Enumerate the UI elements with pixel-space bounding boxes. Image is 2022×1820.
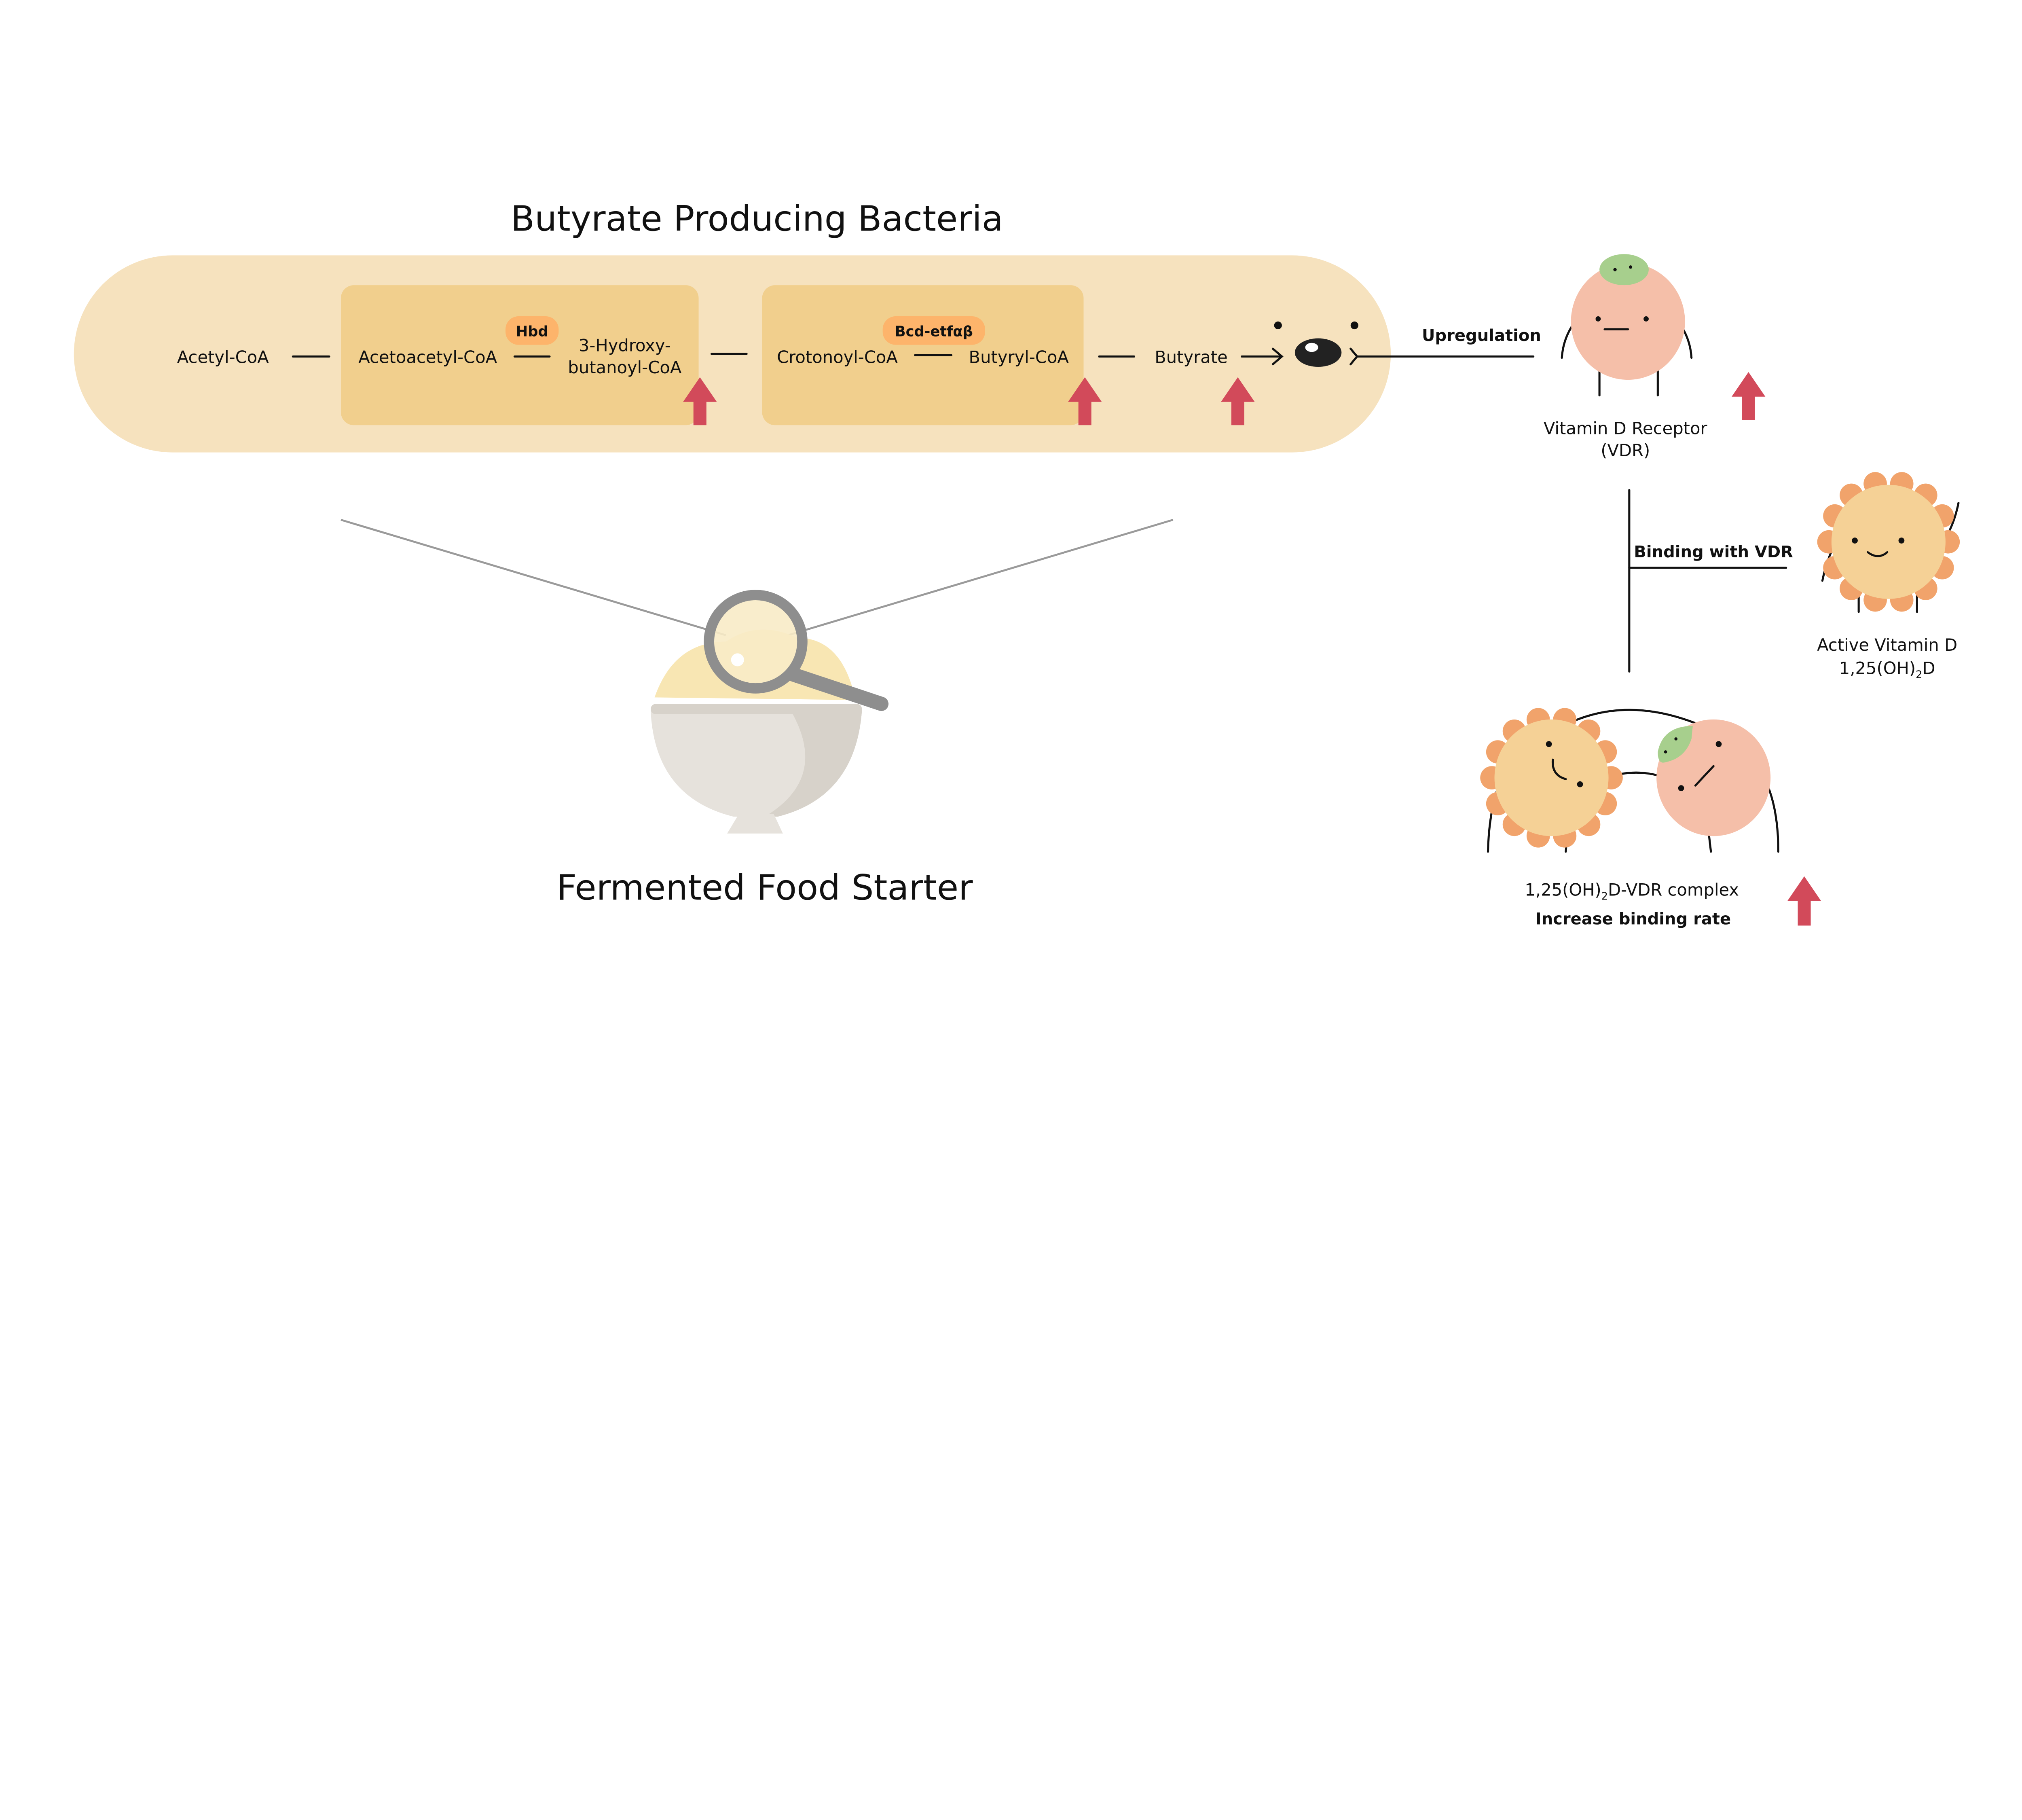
increase-arrow-icon [683,377,717,425]
step-butyryl-coa: Butyryl-CoA [969,347,1069,367]
zoom-projection-line [788,518,1174,636]
increase-arrow-icon [1068,377,1102,425]
increase-arrow-icon [1732,372,1766,420]
binding-label: Binding with VDR [1634,543,1793,561]
step-acetoacetyl-coa: Acetoacetyl-CoA [358,347,497,367]
formula-suffix: D-VDR complex [1608,880,1739,900]
step-hydroxy-line1: 3-Hydroxy- [579,336,671,356]
magnifier-icon [704,590,889,711]
step-crotonoyl-coa: Crotonoyl-CoA [777,347,898,367]
increase-arrow-icon [1221,377,1255,425]
complex-formula: 1,25(OH)2D-VDR complex [1525,880,1739,903]
active-vitamin-d-formula: 1,25(OH)2D [1839,658,1935,681]
vdr-complex-icon [1480,708,1779,853]
enzyme-badge-bcd [882,316,985,345]
vdr-label-line1: Vitamin D Receptor [1544,419,1708,438]
vdr-label-line2: (VDR) [1601,440,1650,460]
enzyme-badge-hbd [506,316,559,345]
enzyme-hbd-label: Hbd [516,324,548,340]
formula-subscript: 2 [1601,890,1608,902]
vitamin-d-character-icon [1817,472,1960,613]
bacteria-title: Butyrate Producing Bacteria [511,199,1003,239]
complex-binding-rate: Increase binding rate [1536,910,1731,928]
enzyme-bcd-label: Bcd-etfαβ [895,324,973,340]
butyrate-face-icon [1274,321,1359,367]
active-vitamin-d-label: Active Vitamin D [1817,635,1957,655]
formula-prefix: 1,25(OH) [1839,658,1916,678]
step-butyrate: Butyrate [1155,347,1228,367]
increase-arrow-icon [1787,876,1821,926]
formula-suffix: D [1922,658,1935,678]
formula-subscript: 2 [1916,669,1922,681]
step-hydroxy-line2: butanoyl-CoA [568,358,681,377]
arrow-right-icon [1240,347,1284,366]
formula-prefix: 1,25(OH) [1525,880,1601,900]
vdr-character-icon [1561,254,1693,397]
food-label: Fermented Food Starter [556,868,973,908]
zoom-projection-line [341,518,726,636]
enzyme-box-hbd [341,285,699,425]
upregulation-label: Upregulation [1422,326,1541,345]
butyrate-vdr-diagram: Butyrate Producing Bacteria Hbd Bcd-etfα… [74,199,1960,928]
step-acetyl-coa: Acetyl-CoA [177,347,269,367]
